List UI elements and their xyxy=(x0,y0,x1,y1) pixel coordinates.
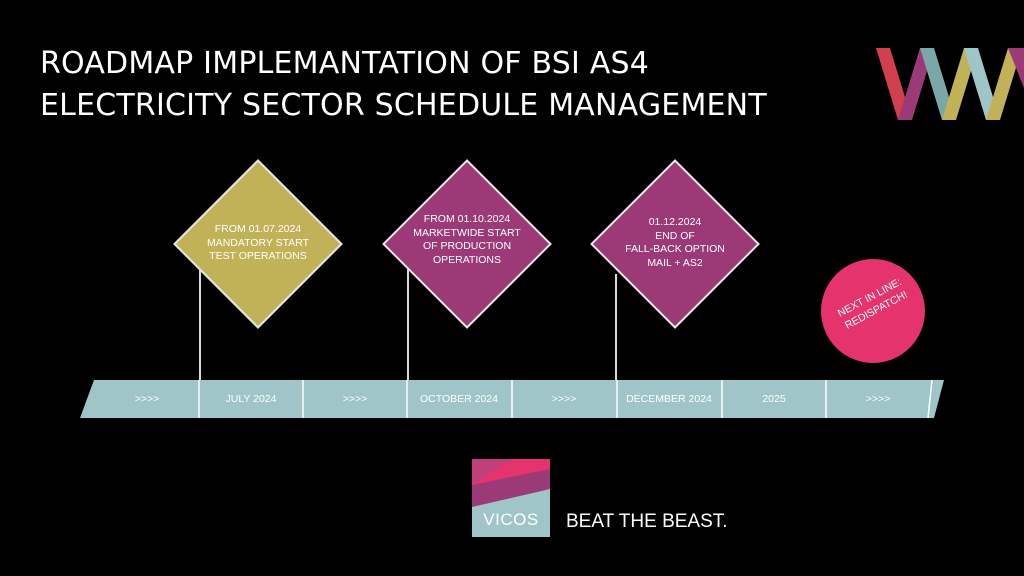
logo-block xyxy=(472,459,512,485)
logo-stripe xyxy=(986,48,1022,120)
brand-tagline: BEAT THE BEAST. xyxy=(566,511,728,532)
slide-title-line-1: ROADMAP IMPLEMANTATION OF BSI AS4 xyxy=(40,46,650,81)
milestone-label-line: FROM 01.07.2024 xyxy=(214,223,302,235)
milestone-label-line: END OF xyxy=(655,229,695,242)
milestone-label-line: FALL-BACK OPTION xyxy=(625,243,725,255)
milestone-label-line: MANDATORY START xyxy=(206,236,310,249)
logo-stripe xyxy=(964,48,1000,120)
corner-logo-icon xyxy=(876,48,1024,120)
timeline-segment-label: JULY 2024 xyxy=(225,393,277,405)
next-in-line-badge: NEXT IN LINE: REDISPATCH! xyxy=(821,259,925,363)
milestone-label: FROM 01.07.2024 MANDATORY START TEST OPE… xyxy=(183,223,333,264)
logo-stripe xyxy=(876,48,912,120)
vicos-logo-icon xyxy=(472,459,550,537)
timeline-segment-label: DECEMBER 2024 xyxy=(626,393,712,405)
timeline-segment-label: 2025 xyxy=(762,393,786,405)
milestone-connector xyxy=(199,268,201,380)
logo-stripe xyxy=(942,48,978,120)
milestone-label: FROM 01.10.2024 MARKETWIDE START OF PROD… xyxy=(392,213,542,267)
logo-block xyxy=(472,469,550,507)
milestone-connector xyxy=(615,274,617,380)
brand-name: VICOS xyxy=(483,510,539,529)
next-in-line-label: NEXT IN LINE: REDISPATCH! xyxy=(821,267,926,341)
timeline-segment-label: >>>> xyxy=(342,393,368,405)
slide-title-line-2: ELECTRICITY SECTOR SCHEDULE MANAGEMENT xyxy=(40,88,767,123)
milestone-label: 01.12.2024 END OF FALL-BACK OPTION MAIL … xyxy=(600,216,750,270)
timeline-segment-label: OCTOBER 2024 xyxy=(419,393,498,405)
timeline-segment-label: >>>> xyxy=(134,393,160,405)
milestone-label-line: OF PRODUCTION xyxy=(422,240,512,252)
timeline-end-mark xyxy=(927,380,933,418)
milestone-label-line: 01.12.2024 xyxy=(648,216,702,228)
logo-stripe xyxy=(920,48,956,120)
milestone-label-line: FROM 01.10.2024 xyxy=(423,213,511,225)
timeline-bar xyxy=(80,380,944,418)
milestone-label-line: OPERATIONS xyxy=(432,253,502,266)
timeline-segment-label: >>>> xyxy=(551,393,577,405)
logo-stripe xyxy=(1008,48,1024,88)
milestone-label-line: TEST OPERATIONS xyxy=(209,250,307,262)
milestone-connector xyxy=(407,268,409,380)
timeline-segment-label: >>>> xyxy=(865,393,891,405)
milestone-label-line: MARKETWIDE START xyxy=(413,226,521,239)
logo-stripe xyxy=(898,48,934,120)
milestone-label-line: MAIL + AS2 xyxy=(647,256,703,269)
